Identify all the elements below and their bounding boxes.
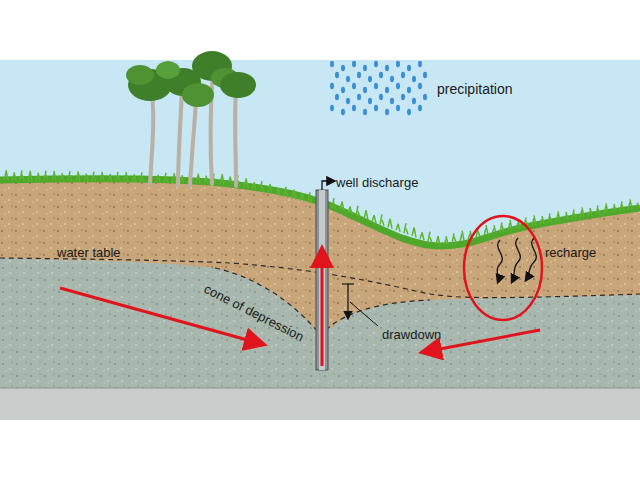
well-label: well discharge — [336, 176, 418, 189]
water-table-label: water table — [57, 246, 121, 259]
recharge-label: recharge — [545, 246, 596, 259]
precipitation-label: precipitation — [437, 82, 513, 96]
drawdown-label: drawdown — [382, 328, 441, 341]
